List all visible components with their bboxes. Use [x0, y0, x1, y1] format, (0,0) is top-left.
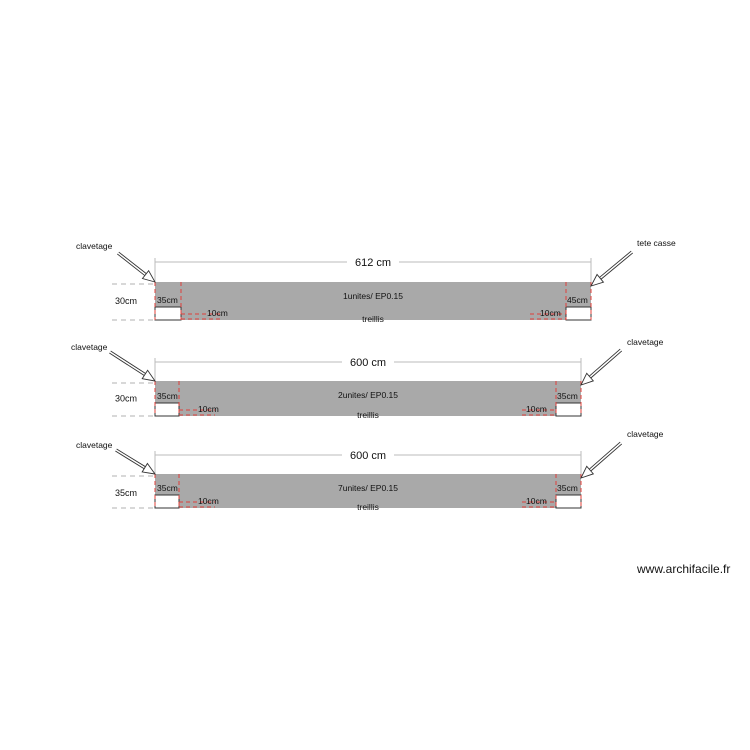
length-label: 612 cm: [355, 257, 391, 269]
beam-2: 600 cm 30cm 2unites/ EP0.15 treillis 35cm 35c…: [71, 337, 664, 420]
left-end-box: [154, 402, 180, 417]
right-note-arrow-shaft-a: [588, 348, 621, 377]
right-note: tete casse: [637, 238, 676, 248]
left-note-arrow-head: [141, 369, 156, 382]
right-end-box: [555, 402, 582, 417]
height-label: 30cm: [115, 394, 137, 404]
right-end-box: [555, 494, 582, 509]
left-inner-label: 10cm: [207, 308, 228, 318]
right-end-label: 35cm: [557, 483, 578, 493]
left-note: clavetage: [71, 342, 108, 352]
left-note-arrow-head: [141, 269, 156, 283]
right-note-arrow-shaft-b: [590, 443, 623, 472]
left-inner-label: 10cm: [198, 404, 219, 414]
left-note-arrow-shaft-a: [116, 253, 146, 276]
beam-1: 612 cm 30cm 1unites/ EP0.15 treillis 35cm 45c…: [76, 238, 676, 324]
left-end-label: 35cm: [157, 483, 178, 493]
right-end-label: 35cm: [557, 391, 578, 401]
right-note-arrow-shaft-a: [588, 441, 621, 470]
right-inner-label: 10cm: [540, 308, 561, 318]
left-note-arrow-shaft-b: [118, 251, 147, 275]
right-note-arrow-shaft-b: [600, 252, 634, 280]
left-note-arrow-shaft-a: [109, 352, 145, 376]
bottom-label: treillis: [357, 410, 379, 420]
beam-body: [155, 282, 591, 320]
height-label: 30cm: [115, 296, 137, 306]
right-note: clavetage: [627, 429, 664, 439]
right-note: clavetage: [627, 337, 664, 347]
left-note-arrow-shaft-a: [115, 450, 145, 470]
right-end-box: [565, 306, 592, 321]
right-end-label: 45cm: [567, 295, 588, 305]
beam-title: 7unites/ EP0.15: [338, 483, 398, 493]
right-note-arrow-head: [580, 465, 595, 479]
right-note-arrow-head: [580, 372, 595, 386]
length-label: 600 cm: [350, 357, 386, 369]
left-end-label: 35cm: [157, 391, 178, 401]
watermark: www.archifacile.fr: [637, 562, 731, 576]
left-end-box: [154, 494, 180, 509]
beam-title: 1unites/ EP0.15: [343, 291, 403, 301]
beam-title: 2unites/ EP0.15: [338, 390, 398, 400]
right-note-arrow-head: [590, 273, 605, 287]
bottom-label: treillis: [357, 502, 379, 512]
left-end-box: [154, 306, 182, 321]
left-inner-label: 10cm: [198, 496, 219, 506]
left-note-arrow-shaft-b: [116, 448, 146, 468]
left-end-label: 35cm: [157, 295, 178, 305]
bottom-label: treillis: [362, 314, 384, 324]
left-note-arrow-head: [141, 462, 156, 475]
right-note-arrow-shaft-b: [590, 350, 623, 379]
beam-3: 600 cm 35cm 7unites/ EP0.15 treillis 35cm 35c…: [76, 429, 664, 512]
left-note: clavetage: [76, 440, 113, 450]
right-inner-label: 10cm: [526, 404, 547, 414]
length-label: 600 cm: [350, 450, 386, 462]
height-label: 35cm: [115, 488, 137, 498]
right-inner-label: 10cm: [526, 496, 547, 506]
beam-body: [155, 474, 581, 508]
beam-body: [155, 381, 581, 416]
left-note: clavetage: [76, 241, 113, 251]
left-note-arrow-shaft-b: [110, 350, 146, 374]
right-note-arrow-shaft-a: [599, 250, 632, 278]
